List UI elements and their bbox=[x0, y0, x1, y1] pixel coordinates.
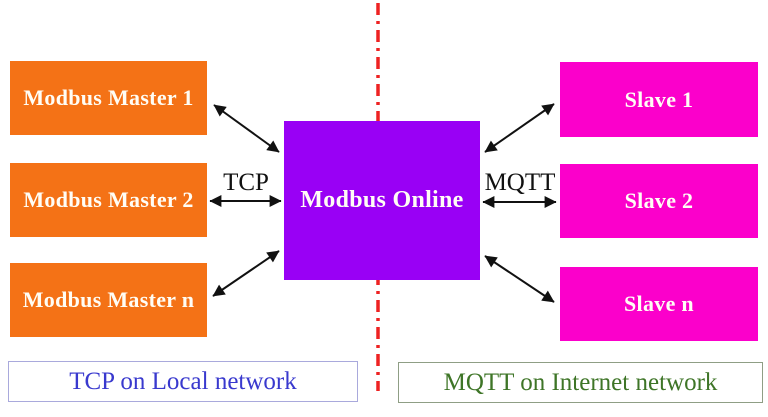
tcp-protocol-label: TCP bbox=[223, 169, 269, 196]
legend-mqtt-internet-network: MQTT on Internet network bbox=[398, 362, 763, 403]
slave-2-label: Slave 2 bbox=[624, 188, 694, 213]
arrow-center-slave1 bbox=[484, 103, 555, 153]
legend-tcp-label: TCP on Local network bbox=[69, 367, 297, 395]
slave-2-box: Slave 2 bbox=[560, 164, 758, 238]
slave-n-label: Slave n bbox=[624, 291, 694, 316]
arrow-master1-center bbox=[213, 104, 280, 153]
slave-1-box: Slave 1 bbox=[560, 62, 758, 137]
master-2-label: Modbus Master 2 bbox=[23, 187, 194, 212]
master-n-box: Modbus Master n bbox=[10, 263, 207, 337]
legend-mqtt-label: MQTT on Internet network bbox=[443, 368, 718, 396]
master-1-box: Modbus Master 1 bbox=[10, 61, 207, 135]
mqtt-protocol-label: MQTT bbox=[484, 169, 556, 196]
arrow-center-slaven bbox=[484, 255, 555, 303]
slave-1-label: Slave 1 bbox=[624, 86, 694, 112]
slave-n-box: Slave n bbox=[560, 267, 758, 341]
legend-tcp-local-network: TCP on Local network bbox=[8, 361, 358, 402]
master-1-label: Modbus Master 1 bbox=[23, 85, 194, 110]
modbus-online-label: Modbus Online bbox=[300, 187, 464, 213]
master-2-box: Modbus Master 2 bbox=[10, 163, 207, 237]
modbus-online-box: Modbus Online bbox=[284, 121, 480, 280]
master-n-label: Modbus Master n bbox=[22, 287, 195, 312]
arrow-mastern-center bbox=[212, 250, 280, 297]
